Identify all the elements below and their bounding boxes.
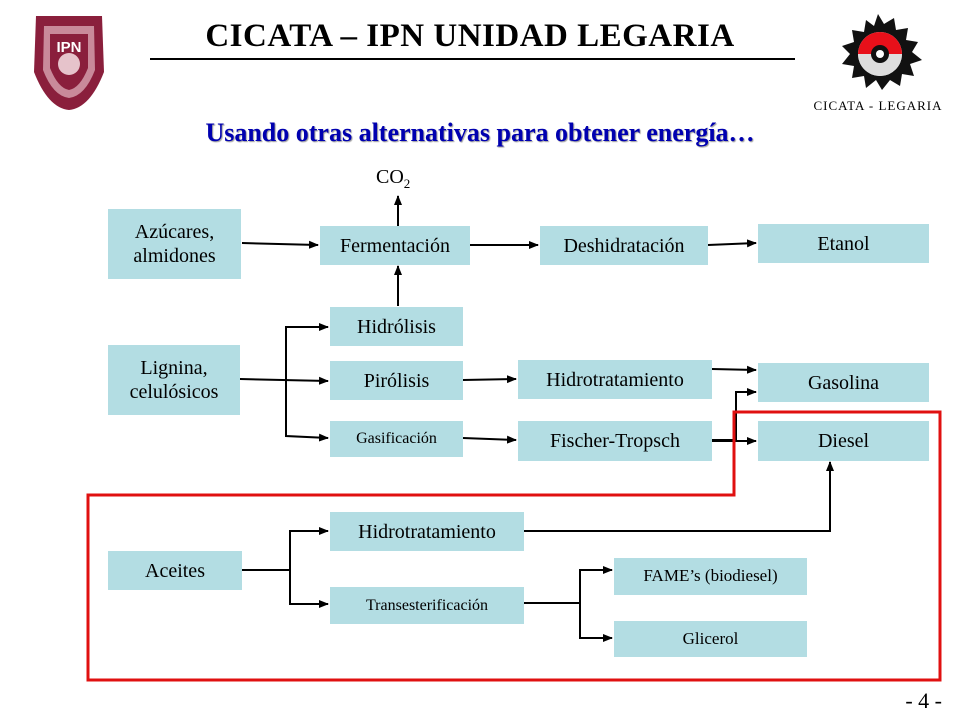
page-number: - 4 - <box>905 688 942 713</box>
node-transesterificacion: Transesterificación <box>330 587 524 624</box>
branch-aceites-hidrotratamiento <box>242 527 329 571</box>
node-gasificacion: Gasificación <box>330 421 463 457</box>
arrow-deshidratacion-etanol <box>707 239 757 248</box>
slide-subtitle: Usando otras alternativas para obtener e… <box>205 118 755 147</box>
node-azucares: Azúcares, almidones <box>108 209 241 279</box>
node-hidrotratamiento-2: Hidrotratamiento <box>330 512 524 551</box>
arrow-hidrotratamiento-gasolina <box>711 365 757 374</box>
branch-to-fames <box>579 566 613 603</box>
branch-lignina-hidrolisis <box>285 323 329 379</box>
node-pirolisis: Pirólisis <box>330 361 463 400</box>
node-aceites: Aceites <box>108 551 242 590</box>
co2-label: CO2 <box>376 166 411 191</box>
cicata-gear-logo-icon <box>842 14 922 90</box>
ipn-logo-icon: IPN <box>34 16 104 110</box>
biodiesel-highlight-outline <box>86 410 942 682</box>
arrow-hidrotratamiento-diesel <box>524 461 834 532</box>
arrow-azucares-fermentacion <box>241 240 319 249</box>
node-fermentacion: Fermentación <box>320 226 470 265</box>
ipn-logo-text: IPN <box>56 39 81 56</box>
cicata-logo-caption: CICATA - LEGARIA <box>813 98 943 113</box>
header-title: CICATA – IPN UNIDAD LEGARIA <box>205 18 735 54</box>
node-gasolina: Gasolina <box>758 363 929 402</box>
node-fames: FAME’s (biodiesel) <box>614 558 807 595</box>
node-lignina: Lignina, celulósicos <box>108 345 240 415</box>
node-etanol: Etanol <box>758 224 929 263</box>
node-glicerol: Glicerol <box>614 621 807 657</box>
branch-aceites-transesterificacion <box>289 570 329 608</box>
node-fischer: Fischer-Tropsch <box>518 421 712 461</box>
node-hidrolisis: Hidrólisis <box>330 307 463 346</box>
arrow-pirolisis-hidrotratamiento <box>462 375 517 384</box>
node-hidrotratamiento-1: Hidrotratamiento <box>518 360 712 399</box>
arrow-lignina-pirolisis <box>239 376 329 385</box>
arrow-gasificacion-fischer <box>462 435 517 444</box>
node-deshidratacion: Deshidratación <box>540 226 708 265</box>
branch-to-glicerol <box>579 603 613 642</box>
node-diesel: Diesel <box>758 421 929 461</box>
branch-lignina-gasificacion <box>285 379 329 442</box>
header-rule <box>150 58 795 60</box>
